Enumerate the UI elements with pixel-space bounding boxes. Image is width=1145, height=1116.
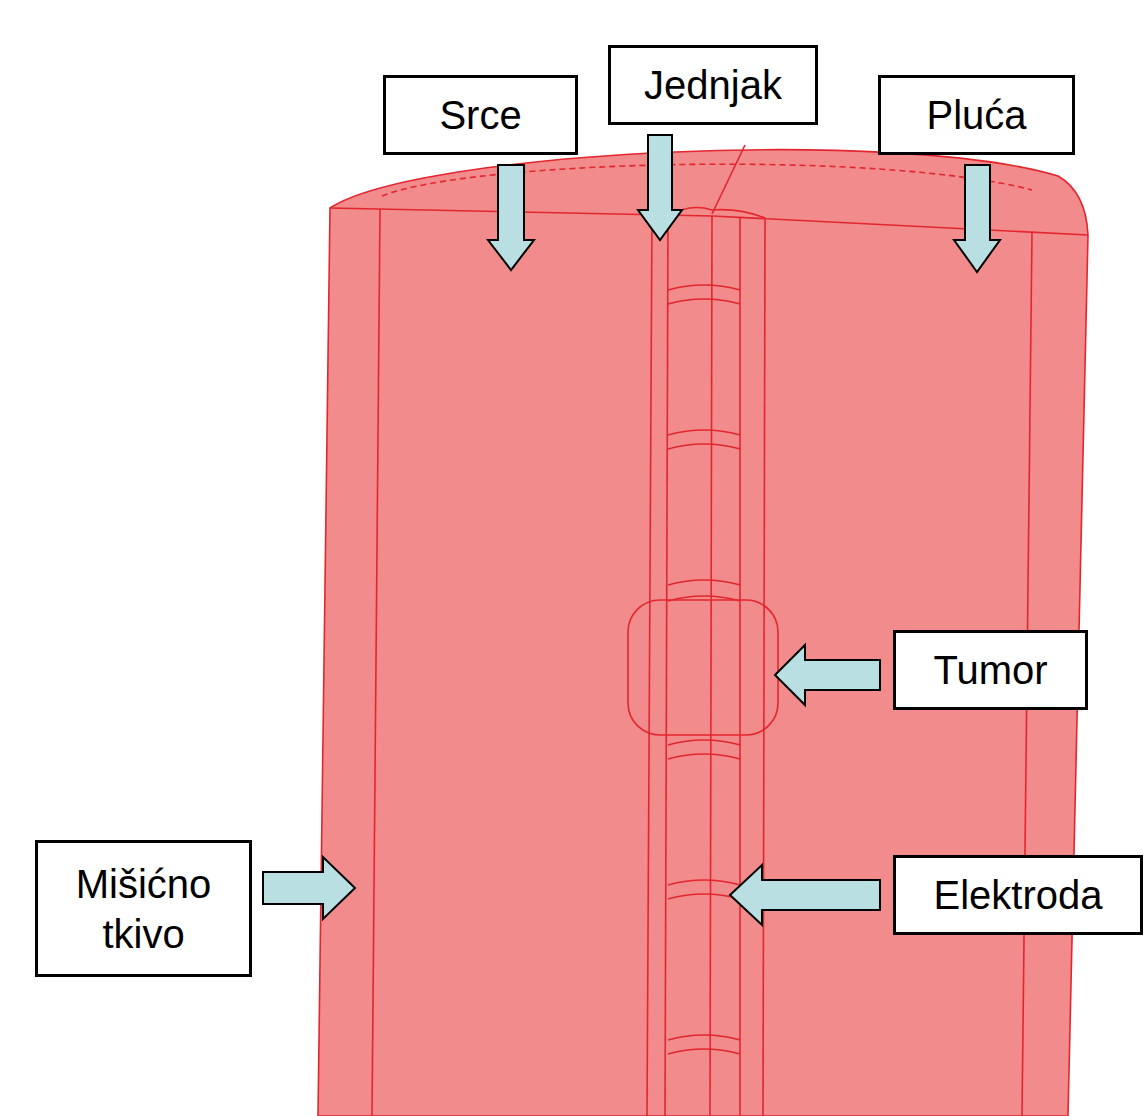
esophagus-wall — [763, 219, 765, 1116]
pointer-arrow — [263, 857, 355, 919]
pointer-arrows — [263, 135, 1000, 925]
top-layer-edge — [382, 164, 1032, 196]
pointer-arrow — [954, 165, 1000, 272]
callout-box: Mišićno tkivo — [35, 840, 252, 977]
electrode-axis — [710, 216, 712, 1116]
esophagus-wall — [665, 216, 668, 1116]
callout-label: Pluća — [926, 90, 1026, 140]
tissue-block — [318, 145, 1088, 1116]
tumor-outline — [628, 600, 778, 735]
callout-label: Jednjak — [644, 60, 782, 110]
block-outline — [318, 150, 1088, 1116]
callout-label: Tumor — [933, 645, 1047, 695]
callout-label: Elektroda — [934, 870, 1103, 920]
callout-box: Srce — [383, 75, 578, 155]
esophagus-wall — [647, 215, 652, 1116]
callout-box: Tumor — [893, 630, 1088, 710]
callout-label: Srce — [439, 90, 521, 140]
callout-box: Pluća — [878, 75, 1075, 155]
pointer-arrow — [638, 135, 682, 240]
top-divider — [712, 145, 745, 214]
electrode-rings — [668, 285, 740, 1054]
callout-box: Elektroda — [893, 855, 1143, 935]
esophagus-wall — [739, 218, 741, 1116]
pointer-arrow — [730, 865, 880, 925]
pointer-arrow — [775, 645, 880, 705]
callout-box: Jednjak — [608, 45, 818, 125]
callout-label: Mišićno tkivo — [48, 859, 239, 959]
pointer-arrow — [488, 165, 534, 270]
muscle-boundary — [372, 209, 380, 1116]
